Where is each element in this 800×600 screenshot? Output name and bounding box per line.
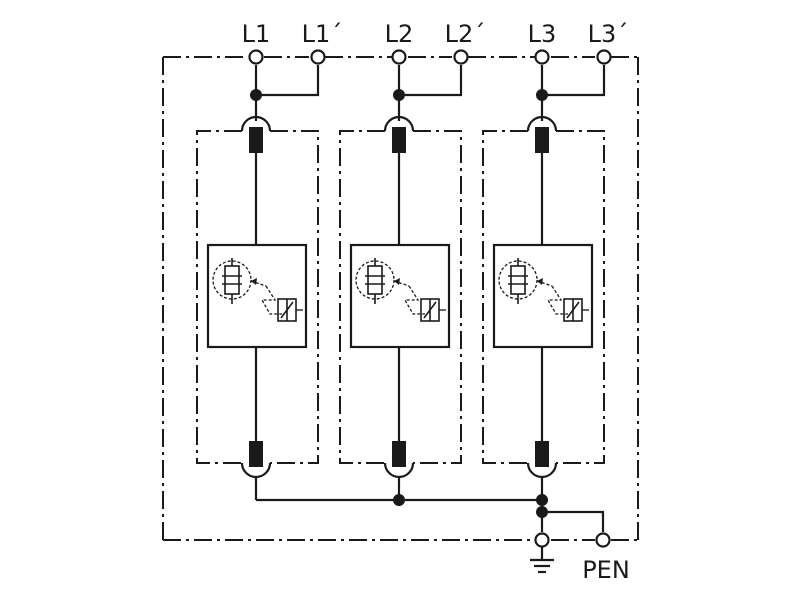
ground-icon bbox=[530, 547, 554, 574]
terminal-pen bbox=[595, 532, 611, 548]
terminal-l3 bbox=[534, 49, 550, 65]
terminals bbox=[248, 49, 612, 548]
status-indicator-icon bbox=[420, 298, 446, 322]
label-l1-prime: L1´ bbox=[302, 20, 343, 48]
label-l1: L1 bbox=[242, 20, 271, 48]
fuse-element-icon bbox=[249, 441, 263, 467]
module-inner-box bbox=[349, 243, 451, 349]
fuse-element-icon bbox=[392, 441, 406, 467]
phase-module-2 bbox=[339, 65, 463, 500]
common-bus bbox=[256, 498, 605, 532]
fuse-element-icon bbox=[249, 127, 263, 153]
module-inner-box bbox=[206, 243, 308, 349]
label-l2-prime: L2´ bbox=[445, 20, 486, 48]
surge-arrester-spark-gap-icon bbox=[498, 258, 568, 315]
label-l2: L2 bbox=[385, 20, 414, 48]
phase-module-3 bbox=[482, 65, 606, 500]
terminal-l1 bbox=[248, 49, 264, 65]
fuse-element-icon bbox=[535, 441, 549, 467]
terminal-l3-prime bbox=[596, 49, 612, 65]
terminal-l2 bbox=[391, 49, 407, 65]
terminal-l2-prime bbox=[453, 49, 469, 65]
enclosure-outline bbox=[162, 56, 639, 541]
surge-arrester-spark-gap-icon bbox=[355, 258, 425, 315]
label-l3: L3 bbox=[528, 20, 557, 48]
label-l3-prime: L3´ bbox=[588, 20, 629, 48]
phase-module-1 bbox=[196, 65, 320, 500]
terminal-ground bbox=[534, 532, 550, 548]
status-indicator-icon bbox=[277, 298, 303, 322]
label-pen: PEN bbox=[582, 556, 630, 584]
module-inner-box bbox=[492, 243, 594, 349]
surge-arrester-spark-gap-icon bbox=[212, 258, 282, 315]
fuse-element-icon bbox=[392, 127, 406, 153]
junction-dots bbox=[250, 89, 548, 518]
terminal-l1-prime bbox=[310, 49, 326, 65]
fuse-element-icon bbox=[535, 127, 549, 153]
status-indicator-icon bbox=[563, 298, 589, 322]
